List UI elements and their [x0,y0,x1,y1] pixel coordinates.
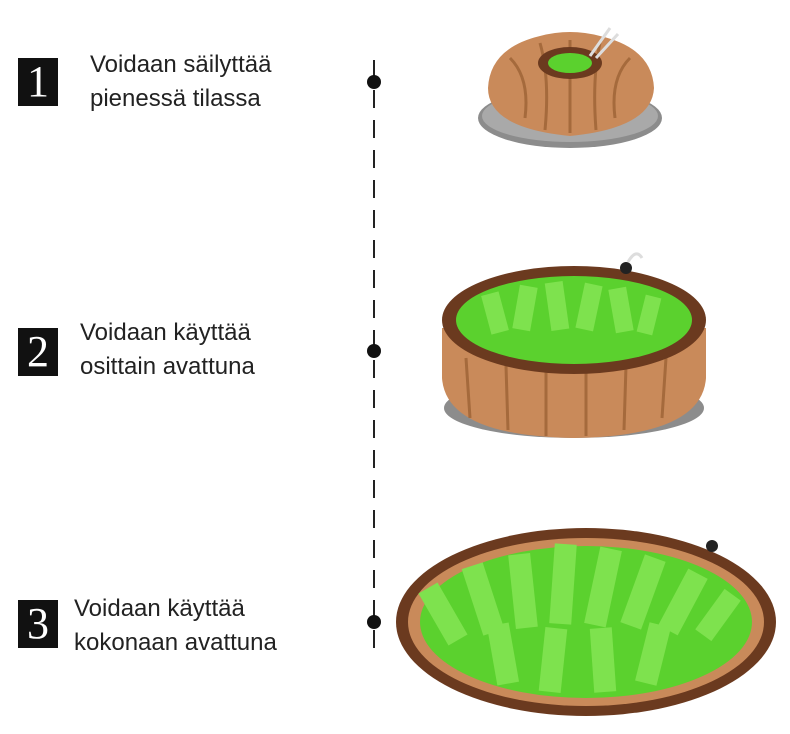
step-3-line2: kokonaan avattuna [74,629,277,656]
step-1-caption: Voidaan säilyttää pienessä tilassa [90,48,271,116]
timeline-dot-2 [367,344,381,358]
timeline-dot-1 [367,75,381,89]
step-1-line1: Voidaan säilyttää [90,51,272,78]
timeline-dashed-line [373,60,375,660]
step-3-line1: Voidaan käyttää [74,595,245,622]
step-3-number: 3 [18,600,58,648]
step-3-caption: Voidaan käyttää kokonaan avattuna [74,592,277,660]
step-2-number: 2 [18,328,58,376]
step-2-line2: osittain avattuna [80,353,255,380]
timeline [367,60,381,660]
step-2-line1: Voidaan käyttää [80,319,251,346]
snuffle-mat-half-open-icon [442,252,706,438]
timeline-dot-3 [367,615,381,629]
step-1-number: 1 [18,58,58,106]
snuffle-mat-open-icon [396,528,776,716]
snuffle-mat-closed-icon [478,27,662,148]
step-2-caption: Voidaan käyttää osittain avattuna [80,316,255,384]
step-1-line2: pienessä tilassa [90,85,261,112]
